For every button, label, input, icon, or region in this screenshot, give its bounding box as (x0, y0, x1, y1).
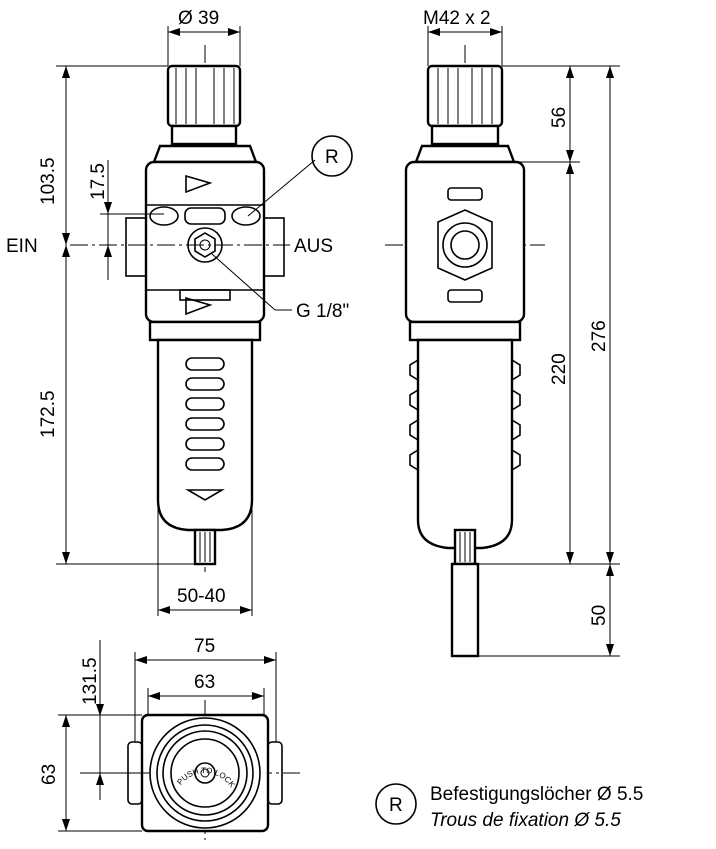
mounting-hole-callout: R (247, 135, 353, 217)
legend: R Befestigungslöcher Ø 5.5 Trous de fixa… (375, 783, 643, 831)
dim-upper-height: 103.5 (38, 157, 59, 205)
dim-port-offset: 17.5 (88, 163, 109, 200)
outlet-label: AUS (294, 236, 333, 257)
dim-total-height: 276 (589, 320, 610, 352)
front-dimensions: Ø 39 103.5 17.5 172.5 50-40 EIN AUS (6, 8, 353, 616)
dim-body-height: 220 (549, 353, 570, 385)
inlet-label: EIN (6, 236, 38, 257)
legend-symbol: R (389, 795, 403, 816)
dim-knob-height: 56 (549, 107, 570, 128)
front-filter-bowl (156, 338, 254, 566)
legend-text-fr: Trous de fixation Ø 5.5 (430, 810, 621, 831)
dim-front-width: Ø 39 (178, 8, 219, 29)
side-filter-bowl (409, 338, 521, 658)
dim-mount-offset: 131.5 (80, 657, 101, 705)
dim-overall-width: 75 (194, 636, 215, 657)
side-dimensions: M42 x 2 56 220 276 50 (423, 8, 620, 657)
front-view (70, 45, 290, 572)
side-adjustment-knob (414, 64, 516, 164)
dim-lower-height: 172.5 (38, 390, 59, 438)
side-view (385, 45, 545, 658)
legend-text-de: Befestigungslöcher Ø 5.5 (430, 784, 643, 805)
dim-mount-height: 63 (39, 764, 60, 785)
dim-bottom-extra: 50 (589, 605, 610, 626)
dim-thread: M42 x 2 (423, 8, 491, 29)
bottom-view: PUSH TO LOCK (80, 700, 300, 840)
dim-base-width: 50-40 (177, 586, 226, 607)
side-regulator-body (404, 160, 526, 342)
front-adjustment-knob (152, 64, 258, 164)
bottom-dimensions: 75 63 131.5 63 (39, 636, 277, 832)
callout-symbol: R (325, 147, 339, 168)
dim-mount-width: 63 (194, 672, 215, 693)
gauge-thread-label: G 1/8" (296, 301, 349, 322)
front-regulator-body (125, 160, 285, 342)
